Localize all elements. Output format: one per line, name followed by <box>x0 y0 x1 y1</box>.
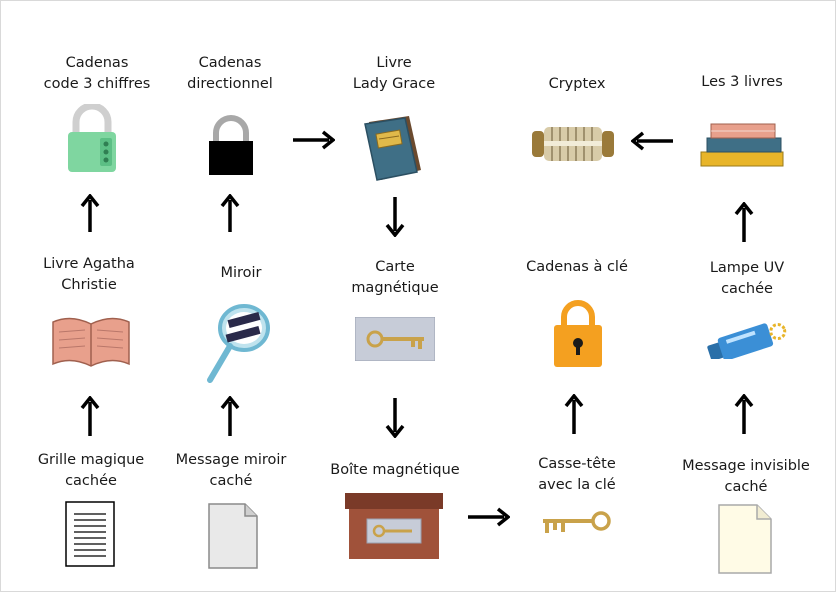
label-mirror: Miroir <box>220 265 262 281</box>
label-three-books: Les 3 livres <box>701 74 783 90</box>
directional-padlock-icon <box>209 115 253 175</box>
mirror-message-paper-icon <box>208 503 258 569</box>
magnetic-card-icon <box>355 317 435 361</box>
magic-grid-document-icon <box>65 501 115 567</box>
arrow-up <box>220 194 240 232</box>
arrow-left <box>631 131 673 151</box>
label-cryptex: Cryptex <box>548 76 606 92</box>
label-padlock-code: Cadenas code 3 chiffres <box>43 55 151 92</box>
invisible-message-paper-icon <box>718 504 772 574</box>
label-magic-grid: Grille magique cachée <box>37 452 145 489</box>
cryptex-icon <box>532 127 614 161</box>
label-invisible-message: Message invisible caché <box>682 458 810 495</box>
three-books-icon <box>700 123 784 167</box>
book-icon <box>364 116 421 181</box>
magnetic-box-icon <box>345 493 443 559</box>
arrow-up <box>564 394 584 434</box>
label-book-agatha: Livre Agatha Christie <box>43 256 135 293</box>
label-padlock-directional: Cadenas directionnel <box>187 55 273 92</box>
arrow-up <box>80 194 100 232</box>
label-book-lady-grace: Livre Lady Grace <box>352 55 436 92</box>
label-uv-lamp: Lampe UV cachée <box>709 260 785 297</box>
arrow-down <box>385 398 405 438</box>
key-padlock-icon <box>554 300 602 367</box>
arrow-right <box>468 507 510 527</box>
arrow-up <box>220 396 240 436</box>
open-book-icon <box>52 317 130 367</box>
arrow-up <box>734 394 754 434</box>
label-magnetic-card: Carte magnétique <box>351 259 439 296</box>
arrow-up <box>734 202 754 242</box>
label-magnetic-box: Boîte magnétique <box>330 462 460 478</box>
label-puzzle-key: Casse-tête avec la clé <box>538 456 616 493</box>
hand-mirror-icon <box>207 304 270 383</box>
code-padlock-icon <box>68 104 116 172</box>
label-mirror-message: Message miroir caché <box>175 452 287 489</box>
arrow-down <box>385 197 405 237</box>
label-key-padlock: Cadenas à clé <box>526 259 628 275</box>
arrow-right <box>293 130 335 150</box>
golden-key-icon <box>543 511 611 533</box>
arrow-up <box>80 396 100 436</box>
uv-flashlight-icon <box>707 323 787 359</box>
